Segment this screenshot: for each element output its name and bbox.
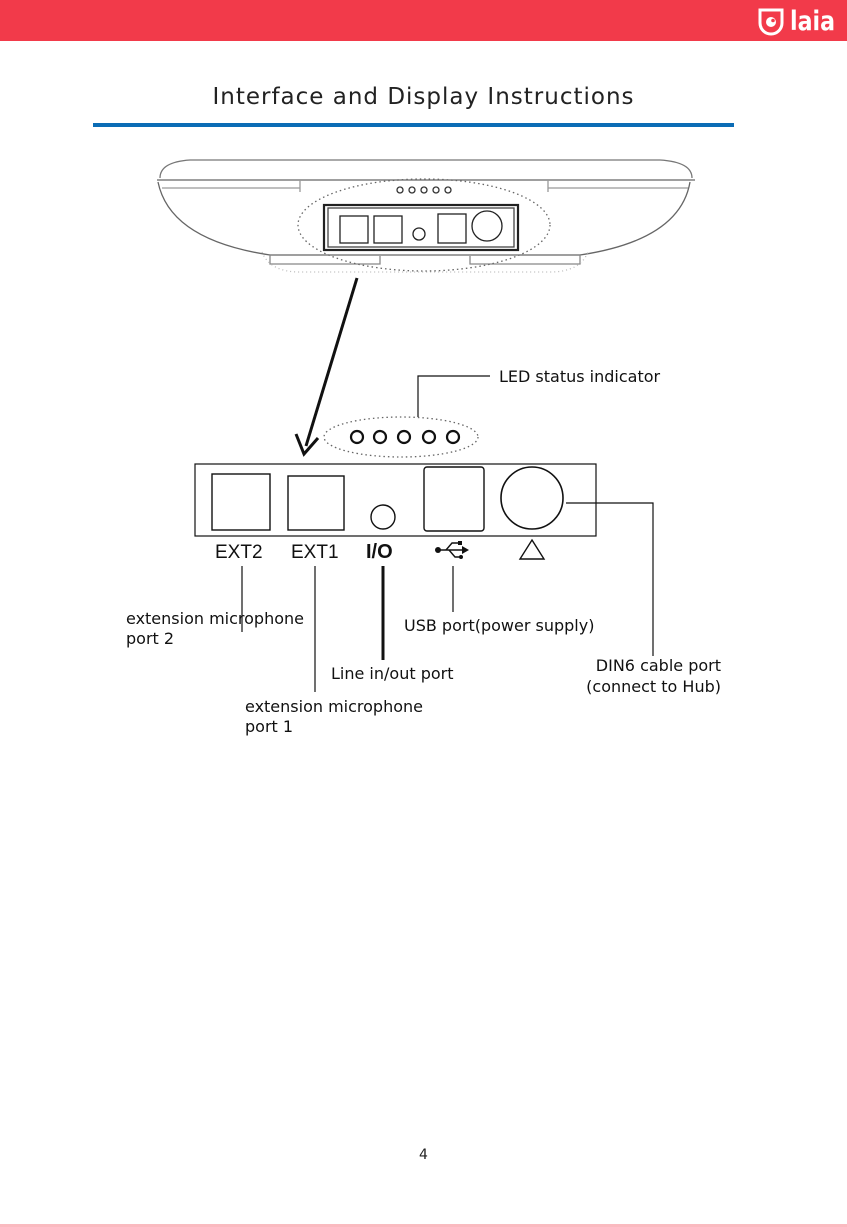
triangle-icon: [520, 540, 544, 559]
din6-callout-line1: DIN6 cable port: [596, 656, 721, 675]
io-label: I/O: [366, 541, 393, 564]
line-inout-callout: Line in/out port: [331, 664, 454, 683]
page-number: 4: [0, 1147, 847, 1163]
din6-callout-line2: (connect to Hub): [586, 677, 721, 696]
usb-icon: [435, 541, 469, 559]
ext1-callout-line1: extension microphone: [245, 697, 423, 716]
zoom-arrow: [296, 278, 357, 454]
ext2-callout-line1: extension microphone: [126, 609, 304, 628]
ext1-label: EXT1: [291, 542, 339, 564]
led-callout: LED status indicator: [499, 367, 660, 386]
ext2-label: EXT2: [215, 542, 263, 564]
led-indicator-detail: [324, 417, 478, 457]
port-panel-detail: [195, 464, 596, 536]
ext1-callout-line2: port 1: [245, 717, 293, 736]
device-illustration: [157, 160, 695, 272]
ext2-callout-line2: port 2: [126, 629, 174, 648]
usb-callout: USB port(power supply): [404, 616, 594, 635]
leader-lines: [242, 376, 653, 692]
